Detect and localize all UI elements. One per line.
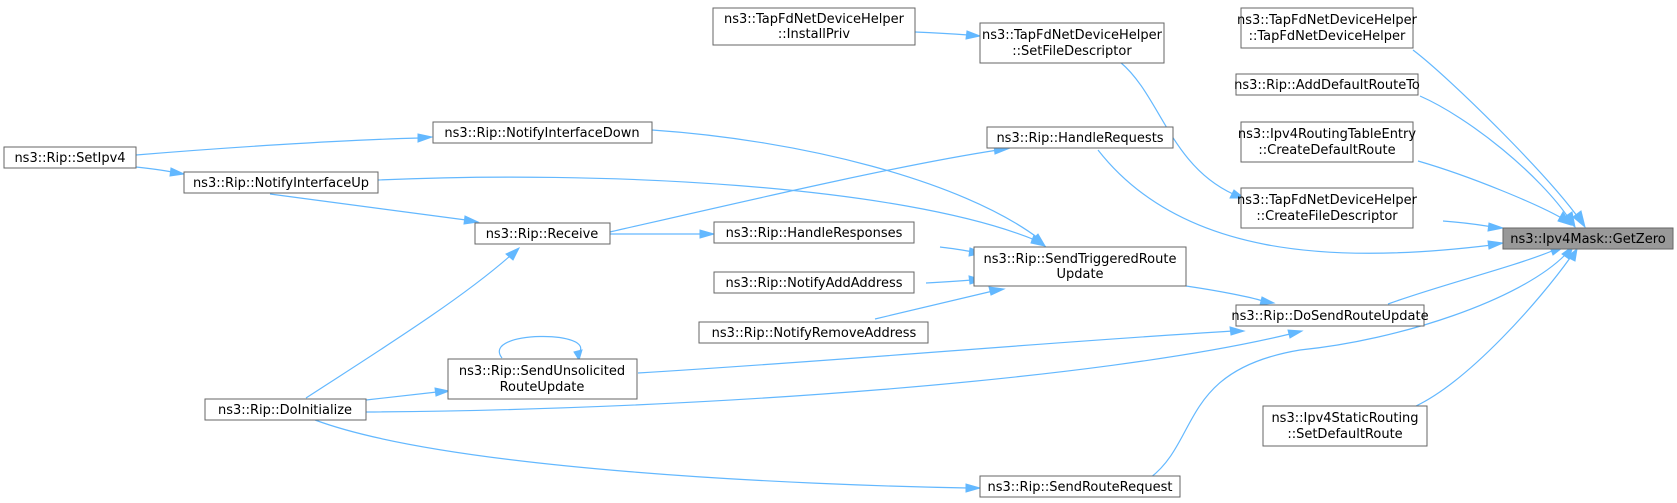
edge-ipv4static-setdefault-to-getzero [1415,247,1578,407]
edge-rip-receive-to-rip-handleresponses [610,229,716,239]
node-label-line: ::SetDefaultRoute [1287,427,1402,442]
edge-rip-sendunsolicited-self-loop [498,335,583,362]
node-tapfd-helper-createfiledescriptor[interactable]: ns3::TapFdNetDeviceHelper ::CreateFileDe… [1237,187,1418,229]
edge-rip-adddefault-to-getzero [1419,95,1576,229]
node-rip-handlerequests[interactable]: ns3::Rip::HandleRequests [986,126,1174,149]
node-label-line: ns3::Ipv4RoutingTableEntry [1238,127,1416,142]
edge-rip-dosend-to-getzero [1387,246,1564,305]
edge-tapfd-createfd-to-getzero [1442,220,1505,232]
edge-rip-doinitialize-to-rip-receive [305,246,521,399]
node-rip-notifyremoveaddress[interactable]: ns3::Rip::NotifyRemoveAddress [698,321,929,344]
node-label-line: RouteUpdate [500,380,585,395]
node-ipv4staticrouting-setdefaultroute[interactable]: ns3::Ipv4StaticRouting ::SetDefaultRoute [1262,405,1428,447]
node-rip-notifyinterfaceup[interactable]: ns3::Rip::NotifyInterfaceUp [183,171,379,194]
node-label-line: ns3::TapFdNetDeviceHelper [724,12,905,27]
node-label-line: ns3::Rip::HandleRequests [996,131,1163,146]
node-tapfd-helper-installpriv[interactable]: ns3::TapFdNetDeviceHelper ::InstallPriv [712,7,916,46]
edge-tapfd-ctor-to-getzero [1412,49,1586,229]
edge-rip-setipv4-to-rip-notifyifup [135,166,186,177]
node-ipv4routingtableentry-createdefaultroute[interactable]: ns3::Ipv4RoutingTableEntry ::CreateDefau… [1238,121,1416,163]
node-label-line: ::CreateDefaultRoute [1258,143,1395,158]
node-label-line: ns3::Ipv4StaticRouting [1271,411,1418,426]
node-rip-handleresponses[interactable]: ns3::Rip::HandleResponses [713,221,915,244]
edge-rip-setipv4-to-rip-notifyifdown [135,133,434,156]
node-label-line: ::SetFileDescriptor [1012,44,1132,59]
edge-tapfd-installpriv-to-tapfd-setfd [914,30,982,40]
node-label-line: ns3::Rip::SetIpv4 [14,151,125,166]
node-rip-notifyaddaddress[interactable]: ns3::Rip::NotifyAddAddress [713,271,915,294]
node-label-line: ::CreateFileDescriptor [1256,209,1398,224]
edge-rip-receive-to-rip-handlerequests [609,145,1011,233]
edge-rip-sendtriggered-to-rip-dosend [1185,285,1276,306]
node-label-line: ns3::Rip::NotifyRemoveAddress [712,326,917,341]
edge-rip-handlerequests-to-getzero [1097,149,1505,254]
edge-rip-doinitialize-to-rip-dosend [365,329,1304,413]
edge-rip-notifyifup-to-rip-receive [269,193,480,225]
node-label-line: ns3::TapFdNetDeviceHelper [1237,13,1418,28]
node-label-line: ns3::Rip::NotifyInterfaceDown [444,126,639,141]
node-tapfd-helper-setfiledescriptor[interactable]: ns3::TapFdNetDeviceHelper ::SetFileDescr… [979,22,1165,64]
node-rip-doinitialize[interactable]: ns3::Rip::DoInitialize [204,398,367,421]
edges-layer [135,30,1586,493]
node-tapfd-helper-ctor[interactable]: ns3::TapFdNetDeviceHelper ::TapFdNetDevi… [1237,7,1418,49]
edge-rip-doinitialize-to-rip-sendrouterequest [314,419,982,493]
node-label-line: ns3::Ipv4Mask::GetZero [1510,232,1665,247]
node-rip-notifyinterfacedown[interactable]: ns3::Rip::NotifyInterfaceDown [432,121,653,144]
node-label-line: ns3::Rip::NotifyInterfaceUp [193,176,369,191]
node-rip-adddefaultrouteto[interactable]: ns3::Rip::AddDefaultRouteTo [1234,73,1420,96]
edge-rip-notifyifup-to-rip-sendtriggered [377,176,1047,247]
node-label-line: ns3::Rip::SendUnsolicited [459,364,625,379]
node-label-line: ns3::TapFdNetDeviceHelper [982,28,1163,43]
node-rip-sendtriggeredrouteupdate[interactable]: ns3::Rip::SendTriggeredRoute Update [973,246,1187,287]
node-label-line: ::TapFdNetDeviceHelper [1249,29,1406,44]
node-rip-sendrouterequest[interactable]: ns3::Rip::SendRouteRequest [979,475,1181,498]
node-ipv4mask-getzero[interactable]: ns3::Ipv4Mask::GetZero [1502,227,1674,250]
nodes-layer: ns3::Ipv4Mask::GetZero ns3::TapFdNetDevi… [3,7,1674,498]
node-rip-dosendrouteupdate[interactable]: ns3::Rip::DoSendRouteUpdate [1231,304,1429,327]
node-rip-receive[interactable]: ns3::Rip::Receive [474,222,611,245]
edge-rip-notifyremoveaddr-to-rip-sendtriggered [874,286,1006,320]
edge-rip-doinitialize-to-rip-sendunsolicited [365,387,451,401]
node-label-line: ns3::Rip::Receive [486,227,599,242]
node-label-line: ::InstallPriv [778,27,850,42]
node-rip-setipv4[interactable]: ns3::Rip::SetIpv4 [3,146,137,169]
node-label-line: ns3::Rip::HandleResponses [726,226,903,241]
node-label-line: ns3::Rip::NotifyAddAddress [725,276,902,291]
node-label-line: ns3::Rip::DoInitialize [218,403,352,418]
node-label-line: ns3::Rip::SendTriggeredRoute [984,252,1177,267]
edge-rip-sendunsolicited-to-rip-dosend [637,326,1246,374]
node-label-line: ns3::Rip::AddDefaultRouteTo [1234,78,1420,93]
node-label-line: Update [1056,267,1103,282]
node-label-line: ns3::Rip::SendRouteRequest [988,480,1173,495]
node-label-line: ns3::Rip::DoSendRouteUpdate [1231,309,1428,324]
edge-ipv4rte-createdefault-to-getzero [1417,160,1573,226]
node-rip-sendunsolicitedrouteupdate[interactable]: ns3::Rip::SendUnsolicited RouteUpdate [447,358,638,400]
node-label-line: ns3::TapFdNetDeviceHelper [1237,193,1418,208]
